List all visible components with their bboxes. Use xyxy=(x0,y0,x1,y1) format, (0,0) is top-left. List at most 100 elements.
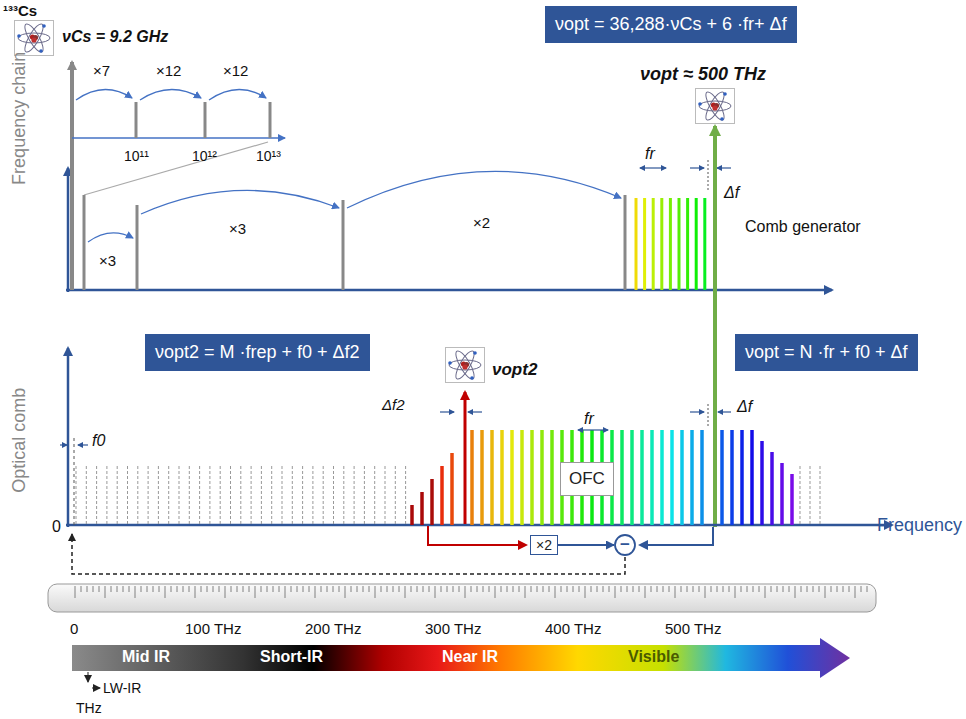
comb-line xyxy=(670,430,674,525)
ruler-tick xyxy=(867,586,868,592)
ruler-tick xyxy=(633,586,634,592)
frequency-label: νopt2 xyxy=(492,360,537,380)
ruler-tick xyxy=(777,586,778,592)
ruler-tick xyxy=(477,586,478,592)
multiplier-label: ×12 xyxy=(223,62,248,79)
ruler-tick xyxy=(279,586,280,592)
comb-line xyxy=(440,466,444,525)
ruler-tick xyxy=(465,586,466,598)
comb-line xyxy=(220,466,221,525)
ruler-tick xyxy=(435,586,436,598)
comb-line xyxy=(137,466,138,525)
comb-line xyxy=(730,430,734,525)
ruler-tick xyxy=(303,586,304,592)
ruler-tick xyxy=(537,586,538,592)
ruler-tick xyxy=(315,586,316,598)
comb-line xyxy=(660,430,664,525)
comb-line xyxy=(678,198,681,290)
ruler-tick xyxy=(81,586,82,592)
ruler-tick xyxy=(363,586,364,592)
ruler-tick xyxy=(441,586,442,592)
ruler-tick xyxy=(705,586,706,598)
frequency-tick: 10¹³ xyxy=(256,148,281,164)
comb-line xyxy=(240,466,241,525)
ruler-tick xyxy=(771,586,772,592)
axis-origin: 0 xyxy=(52,518,61,536)
ruler-tick xyxy=(585,586,586,598)
ruler-tick xyxy=(105,586,106,598)
multiplier-label: ×3 xyxy=(229,220,246,237)
comb-line xyxy=(770,452,774,525)
ruler-tick xyxy=(141,586,142,592)
ruler-tick xyxy=(411,586,412,592)
ruler-tick xyxy=(549,586,550,592)
comb-line xyxy=(652,198,655,290)
frequency-value: νCs = 9.2 GHz xyxy=(62,28,168,46)
comb-line xyxy=(740,430,744,525)
ruler-tick xyxy=(87,586,88,592)
comb-line xyxy=(550,430,554,525)
comb-line xyxy=(490,430,494,525)
ruler-tick xyxy=(573,586,574,592)
ruler-tick xyxy=(195,586,196,598)
formula-box: νopt2 = M ·frep + f0 + Δf2 xyxy=(145,334,370,371)
ruler-tick xyxy=(687,586,688,592)
axis-title: Frequency xyxy=(877,515,962,536)
ruler-tick xyxy=(555,586,556,598)
comb-line xyxy=(540,430,544,525)
ruler-tick xyxy=(843,586,844,592)
comb-line xyxy=(635,198,638,290)
comb-line xyxy=(292,466,293,525)
ruler-tick xyxy=(273,586,274,592)
comb-line xyxy=(760,441,764,525)
multiplier-label: ×7 xyxy=(93,62,110,79)
ruler-tick xyxy=(297,586,298,592)
offset-label: Δf xyxy=(724,184,739,202)
ruler-tick xyxy=(189,586,190,592)
ruler-tick xyxy=(249,586,250,592)
ruler-tick xyxy=(855,586,856,598)
comb-line xyxy=(251,466,252,525)
comb-line xyxy=(695,198,698,290)
ruler-label: 300 THz xyxy=(425,620,481,637)
ruler-tick xyxy=(561,586,562,592)
ruler-tick xyxy=(381,586,382,592)
ruler-tick xyxy=(507,586,508,592)
connector xyxy=(558,544,614,546)
comb-line xyxy=(640,430,644,525)
box-text: νopt = N ·fr + f0 + Δf xyxy=(745,342,908,362)
ruler-tick xyxy=(513,586,514,592)
ruler-tick xyxy=(207,586,208,592)
comb-line xyxy=(810,466,811,525)
ruler-tick xyxy=(783,586,784,592)
comb-line xyxy=(76,466,77,525)
isotope-label: ¹³³Cs xyxy=(3,2,37,19)
ruler-tick xyxy=(393,586,394,592)
comb-line xyxy=(790,474,794,525)
ruler-tick xyxy=(453,586,454,592)
offset-label: f0 xyxy=(92,432,105,450)
ruler-tick xyxy=(831,586,832,592)
ruler-tick xyxy=(543,586,544,592)
comb-line xyxy=(209,466,210,525)
comb-line xyxy=(271,466,272,525)
ruler-tick xyxy=(213,586,214,592)
ruler-tick xyxy=(135,586,136,598)
band-label: LW-IR xyxy=(103,680,141,696)
comb-line xyxy=(420,492,424,525)
frequency-value: νopt ≈ 500 THz xyxy=(640,64,766,85)
ruler-tick xyxy=(801,586,802,592)
box-text: − xyxy=(620,535,630,554)
comb-line xyxy=(385,466,386,525)
ruler-tick xyxy=(267,586,268,592)
ruler-tick xyxy=(285,586,286,598)
comb-line xyxy=(480,430,484,525)
ruler-tick xyxy=(735,586,736,598)
ruler-tick xyxy=(609,586,610,592)
ruler-tick xyxy=(201,586,202,592)
ruler-tick xyxy=(663,586,664,592)
comb-line xyxy=(86,466,87,525)
ruler-tick xyxy=(603,586,604,592)
comb-line xyxy=(179,466,180,525)
